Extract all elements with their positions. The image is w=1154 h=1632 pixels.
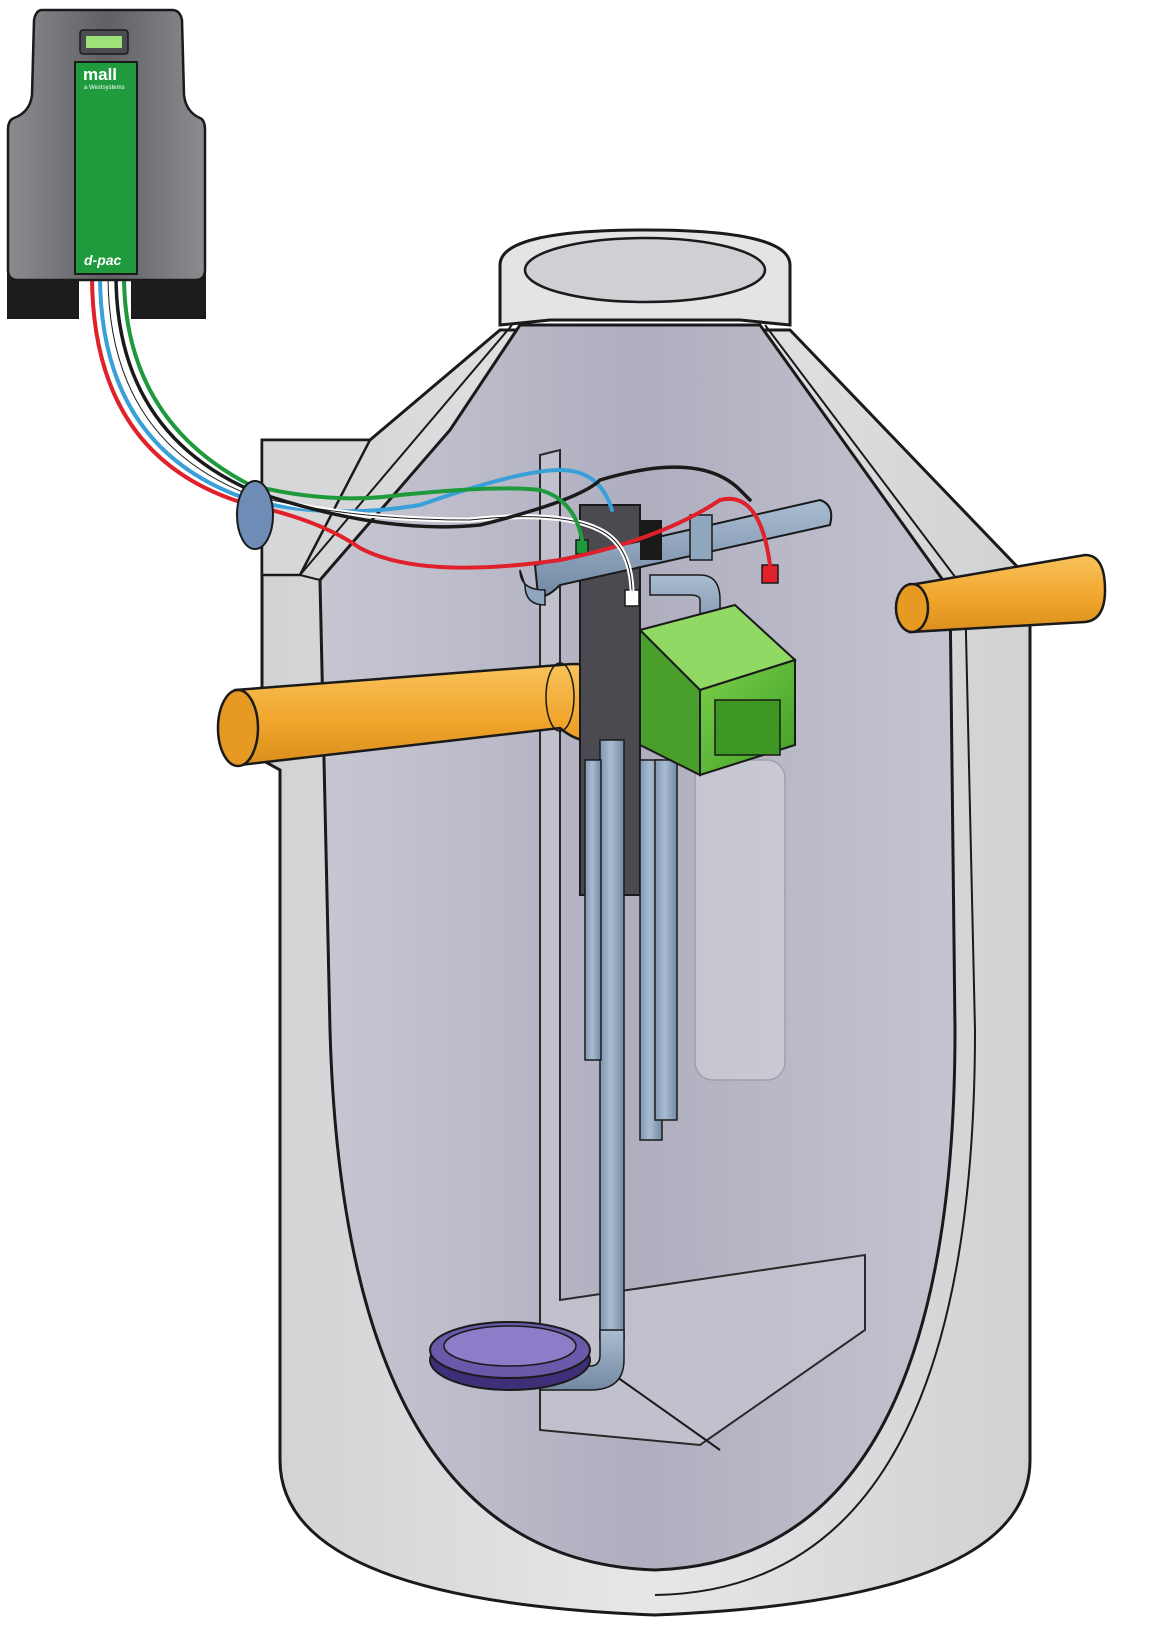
valve-connector-red — [761, 564, 779, 584]
tank-wall-right-edge — [654, 589, 977, 1596]
aeration-diffuser — [429, 1321, 591, 1391]
brand-name: mall — [83, 65, 117, 84]
cable-blue — [98, 273, 614, 514]
tank-wall-left-edge — [299, 574, 656, 1571]
cable-green — [122, 273, 584, 542]
cone-edge-right — [764, 324, 966, 591]
cable-black — [114, 273, 752, 529]
valve-connector-green — [575, 539, 589, 555]
floor-line — [599, 1364, 721, 1451]
product-logo-text: d-pac — [84, 252, 122, 268]
outlet-pipe-opening — [894, 582, 930, 634]
cable-entry-gland — [236, 480, 274, 550]
outlet-pipe — [894, 553, 1107, 634]
control-unit: mall a Westsystems d-pac — [6, 8, 207, 319]
inlet-pipe-opening — [216, 688, 260, 768]
riser-pipe-1 — [599, 739, 625, 1341]
cable-red — [90, 273, 772, 570]
cable-white-outline — [107, 274, 633, 591]
control-unit-front-panel — [74, 61, 138, 275]
green-valve-box — [638, 603, 797, 777]
brand-subtitle: a Westsystems — [84, 85, 125, 91]
riser-pipe-4 — [584, 759, 602, 1061]
riser-pipe-3 — [654, 759, 678, 1121]
control-cables — [90, 272, 772, 593]
manhole-opening — [523, 236, 767, 304]
